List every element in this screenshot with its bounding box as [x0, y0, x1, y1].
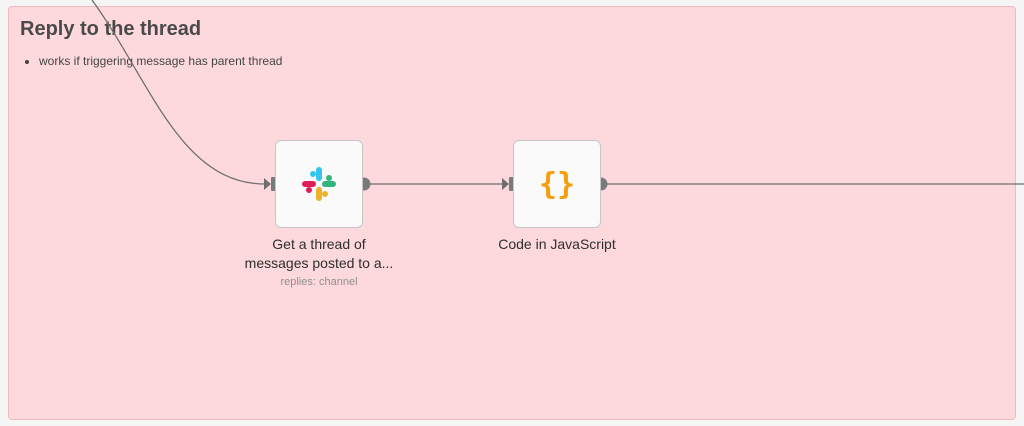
sticky-note[interactable]: Reply to the thread works if triggering …: [8, 6, 1016, 420]
code-node[interactable]: {}: [513, 140, 601, 228]
sticky-note-list: works if triggering message has parent t…: [23, 54, 282, 68]
slack-node-label: Get a thread of messages posted to a...: [229, 235, 409, 273]
slack-node[interactable]: [275, 140, 363, 228]
code-braces-icon: {}: [539, 167, 575, 202]
slack-node-label-line1: Get a thread of: [272, 236, 366, 252]
slack-node-label-line2: messages posted to a...: [244, 255, 394, 271]
svg-text:{}: {}: [539, 167, 575, 202]
slack-node-input-handle[interactable]: [271, 177, 276, 191]
slack-node-subtitle: replies: channel: [280, 276, 358, 288]
sticky-note-item: works if triggering message has parent t…: [39, 54, 282, 68]
code-node-label: Code in JavaScript: [498, 236, 616, 252]
code-node-input-handle[interactable]: [509, 177, 514, 191]
slack-node-input-arrow: [264, 178, 271, 190]
incoming-connection[interactable]: [91, 0, 266, 185]
code-node-input-arrow: [502, 178, 509, 190]
slack-icon: [302, 167, 336, 201]
